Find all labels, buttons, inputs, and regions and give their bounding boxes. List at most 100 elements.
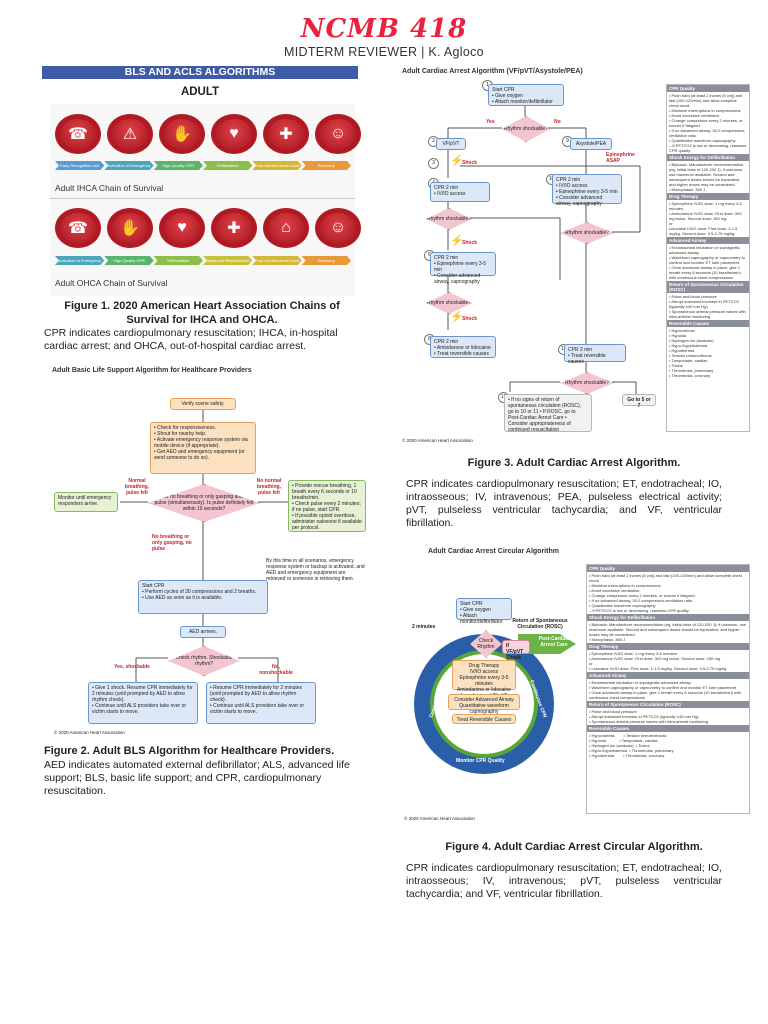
vf-pvt-box: VF/pVT	[436, 138, 466, 150]
shock-bolt-icon: ⚡	[450, 155, 464, 167]
ihca-step: Defibrillation	[202, 161, 253, 170]
verify-scene-box: Verify scene safety.	[170, 398, 236, 410]
cardiac-arrest-algorithm-figure: Adult Cardiac Arrest Algorithm (VF/pVT/A…	[400, 66, 752, 448]
post-arrest-care-icon: ✚	[263, 114, 309, 154]
panel-body: • Hypovolemia • Hypoxia • Hydrogen ion (…	[669, 328, 714, 378]
divider	[50, 198, 355, 199]
recovery-icon: ☺	[315, 208, 361, 248]
page-title: NCMB 418	[300, 14, 468, 44]
fig3-reference-panel: CPR Quality • Push hard (at least 2 inch…	[666, 84, 750, 432]
ohca-step: Post-Cardiac Arrest Care	[252, 256, 302, 265]
panel-body: • Push hard (at least 2 inches [5 cm]) a…	[589, 573, 742, 613]
figure-3-caption-text: CPR indicates cardiopulmonary resuscitat…	[406, 478, 722, 529]
ohca-step: Activation of Emergency Response	[55, 256, 105, 265]
ambulance-icon: ✚	[211, 208, 257, 248]
panel-heading: CPR Quality	[667, 85, 749, 92]
cpr-2-min-epi-box: CPR 2 min • Epinephrine every 3-5 min • …	[430, 252, 496, 285]
panel-body: • Push hard (at least 2 inches [5 cm]) a…	[669, 93, 747, 153]
resume-cpr-box: • Resume CPR immediately for 2 minutes (…	[206, 682, 316, 724]
rhythm-shockable-diamond: Rhythm shockable?	[560, 372, 614, 394]
rosc-label: Return of Spontaneous Circulation (ROSC)	[512, 618, 568, 630]
shock-bolt-icon: ⚡	[450, 311, 464, 323]
normal-breathing-label: Normal breathing, pulse felt	[124, 478, 150, 496]
ohca-step: Defibrillation	[153, 256, 203, 265]
rhythm-shockable-diamond: Rhythm shockable?	[560, 222, 614, 244]
bls-algorithm-figure: Adult Basic Life Support Algorithm for H…	[52, 362, 370, 752]
section-banner: BLS AND ACLS ALGORITHMS	[42, 66, 358, 79]
shock-bolt-icon: ⚡	[450, 235, 464, 247]
fig4-title: Adult Cardiac Arrest Circular Algorithm	[428, 548, 559, 555]
ohca-step: High-Quality CPR	[104, 256, 154, 265]
reversible-causes-box: Treat Reversible Causes	[452, 714, 516, 724]
panel-heading: Advanced Airway	[667, 237, 749, 244]
rhythm-shockable-diamond: Rhythm shockable?	[426, 292, 472, 314]
fig4-reference-panel: CPR Quality • Push hard (at least 2 inch…	[586, 564, 750, 814]
aed-arrives-box: AED arrives.	[180, 626, 226, 638]
panel-body: • Endotracheal intubation or supraglotti…	[669, 245, 745, 280]
shockable-no-label: No, nonshockable	[259, 664, 293, 676]
recognition-icon: ☎	[55, 114, 101, 154]
panel-body: • Endotracheal intubation or supraglotti…	[589, 680, 742, 700]
hospital-icon: ⌂	[263, 208, 309, 248]
panel-heading: Shock Energy for Defibrillation	[587, 614, 749, 621]
asystole-pea-box: Asystole/PEA	[570, 138, 612, 150]
shock-label: Shock	[462, 240, 478, 246]
defibrillator-icon: ♥	[159, 208, 205, 248]
go-to-box: Go to 5 or 7	[622, 394, 656, 409]
no-label: No	[554, 119, 561, 125]
monitor-cpr-quality-label: Monitor CPR Quality	[456, 758, 505, 764]
panel-heading: Drug Therapy	[587, 643, 749, 650]
panel-body: • Biphasic: Manufacturer recommendation …	[669, 162, 744, 192]
rescue-breathing-box: • Provide rescue breathing, 1 breath eve…	[288, 480, 366, 532]
fig3-connectors	[447, 106, 641, 394]
phone-icon: ☎	[55, 208, 101, 248]
figure-4-caption-text: CPR indicates cardiopulmonary resuscitat…	[406, 862, 722, 900]
ihca-step: High-Quality CPR	[153, 161, 203, 170]
bls-figure-title: Adult Basic Life Support Algorithm for H…	[52, 367, 252, 374]
panel-body: • Epinephrine IV/IO dose: 1 mg every 3-5…	[589, 651, 728, 671]
ohca-step: Advanced Resuscitation	[202, 256, 253, 265]
ihca-step: Post-Cardiac Arrest Care	[252, 161, 302, 170]
panel-heading: Return of Spontaneous Circulation (ROSC)	[667, 281, 749, 293]
panel-heading: Return of Spontaneous Circulation (ROSC)	[587, 701, 749, 708]
cpr-2-min-iv-box: CPR 2 min • IV/IO access	[430, 182, 490, 202]
panel-body: • Pulse and blood pressure • Abrupt sust…	[589, 709, 709, 724]
shock-label: Shock	[462, 316, 478, 322]
alarm-icon: ⚠	[107, 114, 153, 154]
start-cpr-box: Start CPR • Give oxygen • Attach monitor…	[488, 84, 564, 106]
fig3-title: Adult Cardiac Arrest Algorithm (VF/pVT/A…	[402, 68, 583, 75]
ihca-step: Activation of Emergency Response	[104, 161, 154, 170]
panel-body: • Biphasic: Manufacturer recommendation …	[589, 622, 747, 642]
rhythm-shockable-diamond: Rhythm shockable?	[426, 208, 472, 230]
page-subtitle: MIDTERM REVIEWER | K. Agloco	[284, 45, 484, 59]
ohca-caption: Adult OHCA Chain of Survival	[55, 278, 168, 288]
give-shock-box: • Give 1 shock. Resume CPR immediately f…	[88, 682, 198, 724]
defibrillator-icon: ♥	[211, 114, 257, 154]
ohca-step: Recovery	[301, 256, 351, 265]
shockable-yes-label: Yes, shockable	[114, 664, 150, 670]
figure-2-caption-text: AED indicates automated external defibri…	[44, 759, 350, 797]
ihca-caption: Adult IHCA Chain of Survival	[55, 183, 164, 193]
bls-connectors	[120, 410, 288, 682]
figure-2-caption-title: Figure 2. Adult BLS Algorithm for Health…	[44, 745, 335, 757]
shock-label: Shock	[462, 160, 478, 166]
start-cpr-box: Start CPR • Perform cycles of 30 compres…	[138, 580, 268, 614]
recovery-icon: ☺	[315, 114, 361, 154]
panel-body: • Hypovolemia • Tension pneumothorax • H…	[589, 733, 674, 758]
panel-body: • Epinephrine IV/IO dose: 1 mg every 3-5…	[669, 201, 742, 236]
ihca-step-bar: Early Recognition and Prevention Activat…	[55, 161, 351, 170]
panel-heading: Advanced Airway	[587, 672, 749, 679]
ihca-chain-links: ☎ ⚠ ✋ ♥ ✚ ☺	[55, 114, 361, 154]
fig3-copyright: © 2020 American Heart Association	[402, 438, 473, 443]
figure-1-caption-title: Figure 1. 2020 American Heart Associatio…	[64, 300, 340, 326]
yes-label: Yes	[486, 119, 495, 125]
two-minutes-label: 2 minutes	[412, 624, 436, 630]
panel-heading: Reversible Causes	[667, 320, 749, 327]
rosc-check-box: • If no signs of return of spontaneous c…	[504, 394, 592, 433]
circular-algorithm-figure: Adult Cardiac Arrest Circular Algorithm …	[400, 546, 752, 826]
ohca-chain-links: ☎ ✋ ♥ ✚ ⌂ ☺	[55, 208, 361, 248]
ihca-step: Recovery	[301, 161, 351, 170]
chain-of-survival-figure: ☎ ⚠ ✋ ♥ ✚ ☺ Early Recognition and Preven…	[50, 104, 361, 296]
figure-3-caption-title: Figure 3. Adult Cardiac Arrest Algorithm…	[467, 457, 681, 469]
step-number: 3	[428, 158, 439, 169]
